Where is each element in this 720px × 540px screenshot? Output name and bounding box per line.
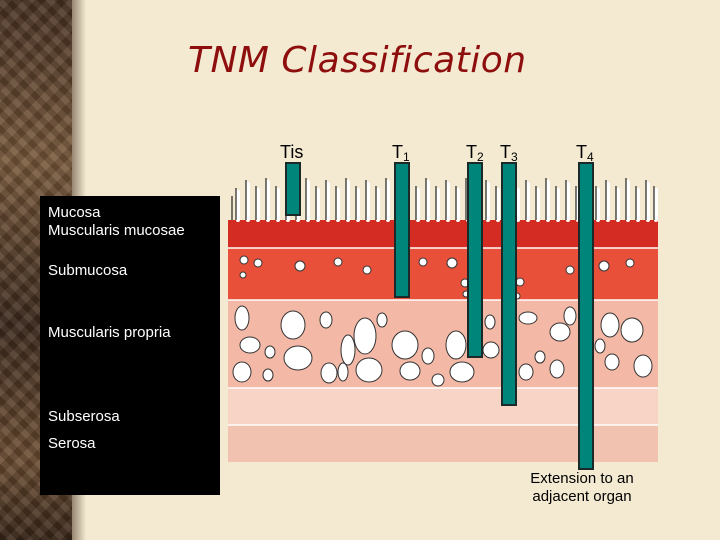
stage-label-tis: Tis — [280, 142, 303, 164]
extension-caption: Extension to an adjacent organ — [515, 470, 649, 506]
t1-invasion-bar — [395, 163, 409, 297]
stage-label-t4: T4 — [576, 142, 594, 164]
label-muscularis-propria: Muscularis propria — [48, 324, 171, 342]
stage-label-t2: T2 — [466, 142, 484, 164]
t2-invasion-bar — [468, 163, 482, 357]
label-mucosa: Mucosa — [48, 204, 101, 222]
label-serosa: Serosa — [48, 435, 96, 453]
t4-invasion-bar — [579, 163, 593, 469]
label-subserosa: Subserosa — [48, 408, 120, 426]
t3-invasion-bar — [502, 163, 516, 405]
stage-label-t1: T1 — [392, 142, 410, 164]
tis-invasion-bar — [286, 163, 300, 215]
label-submucosa: Submucosa — [48, 262, 127, 280]
stage-label-t3: T3 — [500, 142, 518, 164]
label-muscularis-mucosae: Muscularis mucosae — [48, 222, 185, 240]
layer-label-panel: Mucosa Muscularis mucosae Submucosa Musc… — [40, 196, 220, 495]
